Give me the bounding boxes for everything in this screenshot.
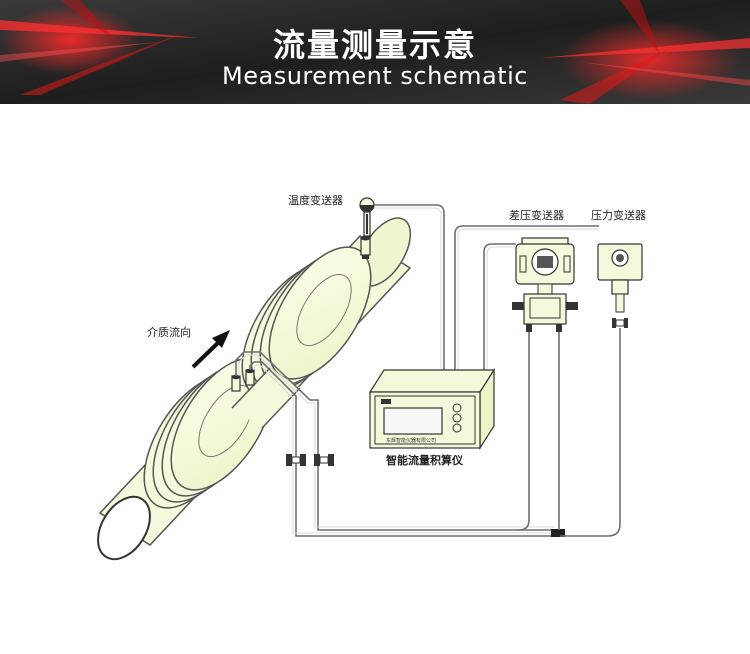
dp-signal-cable (483, 243, 516, 370)
dp-transmitter-label: 差压变送器 (509, 208, 564, 222)
impulse-lines (235, 351, 565, 537)
flow-arrow-icon (191, 330, 230, 369)
banner-background (0, 0, 750, 104)
display-screen-icon (537, 256, 553, 268)
temperature-transmitter (359, 197, 375, 237)
pressure-impulse-line (560, 328, 621, 537)
totalizer-display (383, 407, 443, 435)
totalizer-key-3 (452, 423, 462, 433)
banner-title: 流量测量示意 (272, 26, 477, 64)
dp-low-line (518, 332, 530, 531)
junction-block (551, 529, 565, 537)
totalizer-key-1 (452, 403, 462, 413)
flow-direction-label: 介质流向 (147, 325, 191, 339)
pipe-temperature-probe (360, 235, 371, 259)
manifold-valve-right (314, 454, 334, 466)
left-light-streaks (0, 0, 200, 95)
header-banner: 流量测量示意 Measurement schematic (0, 0, 750, 104)
differential-pressure-transmitter (512, 237, 578, 332)
totalizer-brand-text: 东辉智能仪器有限公司 (386, 437, 436, 444)
pipe-open-end (97, 495, 151, 561)
pressure-transmitter-label: 压力变送器 (591, 208, 646, 222)
totalizer-key-2 (452, 413, 462, 423)
banner-subtitle: Measurement schematic (222, 62, 528, 90)
flow-totalizer: 东辉智能仪器有限公司 (368, 367, 496, 451)
brand-logo (381, 399, 391, 404)
right-light-streaks (540, 0, 750, 104)
pressure-signal-cable (454, 225, 599, 370)
flow-measurement-diagram: 介质流向 温度变送器 差压变送器 (97, 193, 646, 561)
pressure-transmitter (597, 243, 643, 328)
temperature-transmitter-label: 温度变送器 (288, 193, 343, 207)
flow-totalizer-label: 智能流量积算仪 (386, 453, 464, 467)
temperature-signal-cable (374, 204, 445, 370)
manifold-valve-left (286, 454, 306, 466)
